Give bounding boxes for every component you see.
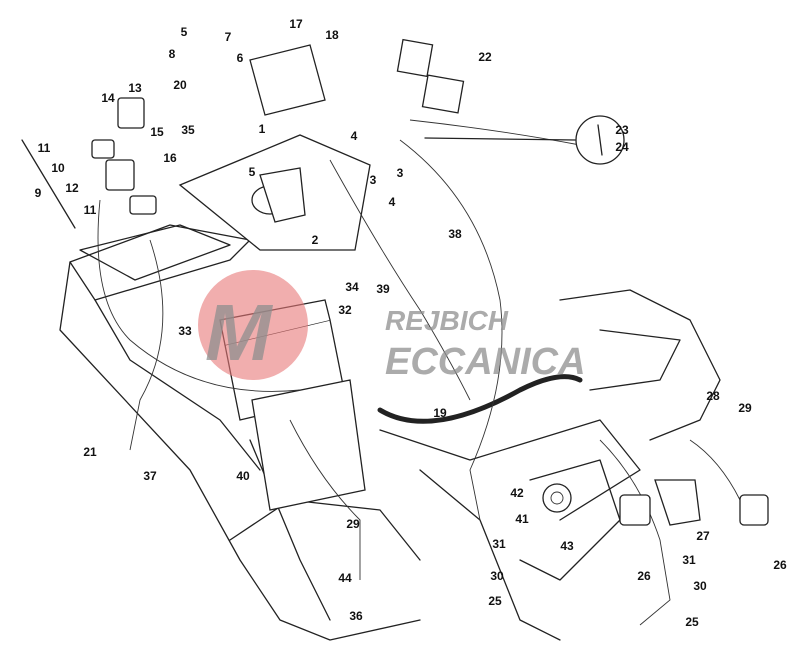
part-label: 30 — [693, 579, 707, 593]
part-label: 30 — [490, 569, 504, 583]
part-label: 13 — [128, 81, 142, 95]
part-label: 15 — [150, 125, 164, 139]
part-label: 6 — [237, 51, 244, 65]
part-label: 44 — [338, 571, 352, 585]
watermark-line2: ECCANICA — [385, 341, 586, 383]
part-label: 5 — [249, 165, 256, 179]
part-label: 7 — [225, 30, 232, 44]
part-label: 27 — [696, 529, 710, 543]
part-label: 17 — [289, 17, 303, 31]
part-label: 41 — [515, 512, 529, 526]
part-label: 18 — [325, 28, 339, 42]
part-label: 29 — [346, 517, 360, 531]
part-label: 22 — [478, 50, 492, 64]
watermark-logo-letter: M — [205, 288, 274, 377]
part-label: 10 — [51, 161, 65, 175]
part-label: 42 — [510, 486, 524, 500]
part-label: 25 — [685, 615, 699, 629]
part-label: 3 — [397, 166, 404, 180]
part-label: 1 — [259, 122, 266, 136]
watermark: M REJBICH ECCANICA — [198, 270, 586, 383]
part-label: 31 — [682, 553, 696, 567]
part-label: 40 — [236, 469, 250, 483]
part-label: 29 — [738, 401, 752, 415]
part-label: 9 — [35, 186, 42, 200]
part-labels: 5 17 7 18 8 6 22 14 13 20 1 4 23 24 35 1… — [35, 17, 787, 629]
part-label: 11 — [38, 141, 51, 155]
part-label: 26 — [637, 569, 651, 583]
part-label: 31 — [492, 537, 506, 551]
part-label: 14 — [101, 91, 115, 105]
part-label: 5 — [181, 25, 188, 39]
part-label: 16 — [163, 151, 177, 165]
part-label: 33 — [178, 324, 192, 338]
part-label: 37 — [143, 469, 157, 483]
part-label: 21 — [83, 445, 97, 459]
part-label: 4 — [389, 195, 396, 209]
part-label: 26 — [773, 558, 787, 572]
part-label: 23 — [615, 123, 629, 137]
part-label: 36 — [349, 609, 363, 623]
part-label: 24 — [615, 140, 629, 154]
part-label: 2 — [312, 233, 319, 247]
part-label: 38 — [448, 227, 462, 241]
part-label: 11 — [84, 203, 97, 217]
part-label: 12 — [65, 181, 79, 195]
part-label: 25 — [488, 594, 502, 608]
part-label: 39 — [376, 282, 390, 296]
part-label: 8 — [169, 47, 176, 61]
frame-drawing — [21, 38, 769, 641]
watermark-line1: REJBICH — [385, 305, 509, 336]
part-label: 4 — [351, 129, 358, 143]
part-label: 34 — [345, 280, 359, 294]
part-label: 35 — [181, 123, 195, 137]
part-label: 32 — [338, 303, 352, 317]
part-label: 19 — [433, 406, 447, 420]
part-label: 43 — [560, 539, 574, 553]
part-label: 28 — [706, 389, 720, 403]
part-label: 20 — [173, 78, 187, 92]
part-label: 3 — [370, 173, 377, 187]
